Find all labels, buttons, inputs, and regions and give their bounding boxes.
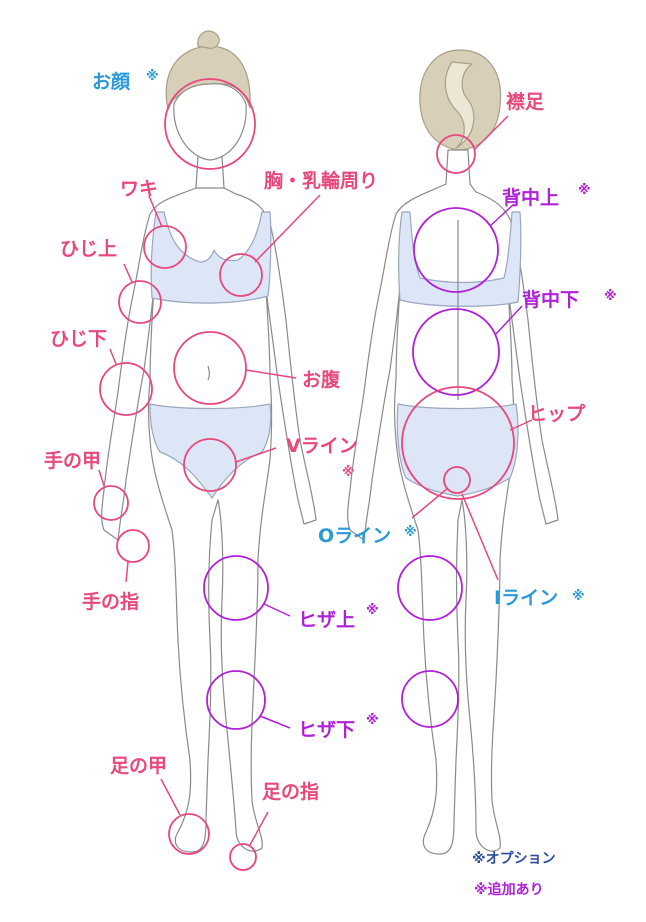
- circle-v-line: [183, 438, 237, 492]
- front-figure: [101, 30, 317, 853]
- front-body: [101, 187, 317, 853]
- label-elbow-upper: ひじ上: [60, 238, 117, 260]
- circle-knee-upper: [203, 555, 269, 621]
- circle-back-knee-upper: [397, 555, 463, 621]
- leader-elbow-upper: [123, 263, 133, 283]
- label-toes: 足の指: [262, 781, 319, 803]
- back-body: [347, 149, 559, 855]
- leader-toes: [249, 811, 269, 846]
- mark-face: ※: [146, 69, 159, 84]
- back-panties: [396, 403, 519, 497]
- leader-hip: [509, 419, 533, 431]
- mark-v-line: ※: [342, 465, 355, 480]
- leader-belly: [245, 369, 297, 379]
- mark-lower-back: ※: [604, 289, 617, 304]
- leader-upper-back: [489, 203, 515, 227]
- front-hair-bun: [197, 30, 220, 49]
- label-belly: お腹: [302, 368, 341, 391]
- front-neck: [195, 155, 225, 189]
- leader-lower-back: [495, 305, 523, 335]
- label-hip: ヒップ: [528, 402, 586, 425]
- label-face: お顔: [92, 70, 131, 93]
- circle-back-knee-lower: [401, 670, 459, 728]
- back-hair-bun: [444, 61, 475, 149]
- label-nape: 襟足: [506, 90, 545, 113]
- circle-armpit: [143, 225, 187, 269]
- leader-knee-lower: [259, 715, 291, 729]
- leader-elbow-lower: [109, 348, 117, 365]
- label-armpit: ワキ: [120, 178, 158, 200]
- front-panties: [149, 403, 272, 499]
- mark-o-line: ※: [404, 525, 417, 540]
- label-lower-back: 背中下: [522, 288, 579, 311]
- label-back-of-hand: 手の甲: [44, 449, 101, 472]
- circle-toes: [229, 843, 257, 871]
- front-navel: [207, 365, 211, 381]
- label-v-line: Vライン: [286, 435, 358, 457]
- circle-o-line: [443, 466, 471, 494]
- label-fingers: 手の指: [82, 590, 139, 613]
- leader-knee-upper: [263, 603, 291, 617]
- mark-i-line: ※: [572, 589, 585, 604]
- circle-chest: [219, 253, 263, 297]
- leader-instep: [160, 778, 181, 816]
- label-chest: 胸・乳輪周り: [264, 169, 378, 192]
- circle-upper-back: [413, 207, 499, 293]
- label-instep: 足の甲: [110, 755, 167, 777]
- circle-nape: [436, 134, 476, 174]
- circle-knee-lower: [206, 670, 266, 730]
- label-upper-back: 背中上: [502, 186, 559, 209]
- note-option: ※オプション: [472, 851, 556, 867]
- circle-belly: [173, 331, 247, 405]
- label-knee-upper: ヒザ上: [298, 609, 355, 631]
- leader-chest: [254, 194, 321, 263]
- front-bra: [150, 211, 272, 304]
- leader-lines: [98, 115, 533, 846]
- leader-back-of-hand: [98, 469, 105, 487]
- leader-fingers: [125, 561, 129, 583]
- leader-armpit: [148, 195, 163, 228]
- circle-face: [164, 78, 256, 170]
- mark-upper-back: ※: [578, 183, 591, 198]
- back-figure: [347, 49, 559, 855]
- labels: お顔 ※ ワキ ひじ上 ひじ下 手の甲 手の指 胸・乳輪周り お腹 Vライン ※…: [44, 69, 617, 898]
- circle-fingers: [116, 529, 150, 563]
- leader-v-line: [235, 447, 277, 463]
- label-knee-lower: ヒザ下: [298, 719, 355, 741]
- leader-nape: [473, 115, 509, 151]
- circle-elbow-lower: [99, 362, 153, 416]
- zone-circles: [93, 78, 515, 871]
- mark-knee-lower: ※: [366, 713, 379, 728]
- circle-elbow-upper: [118, 280, 162, 324]
- leader-o-line: [411, 487, 449, 519]
- circle-hip: [401, 386, 515, 500]
- label-elbow-lower: ひじ下: [50, 328, 107, 350]
- circle-instep: [168, 813, 210, 855]
- front-hair: [165, 45, 251, 111]
- label-i-line: Iライン: [494, 587, 558, 609]
- leader-i-line: [461, 493, 499, 581]
- label-o-line: Oライン: [318, 525, 391, 547]
- circle-lower-back: [412, 308, 500, 396]
- mark-knee-upper: ※: [366, 603, 379, 618]
- note-extra: ※追加あり: [474, 881, 544, 898]
- circle-back-of-hand: [93, 485, 129, 521]
- front-head: [173, 83, 247, 161]
